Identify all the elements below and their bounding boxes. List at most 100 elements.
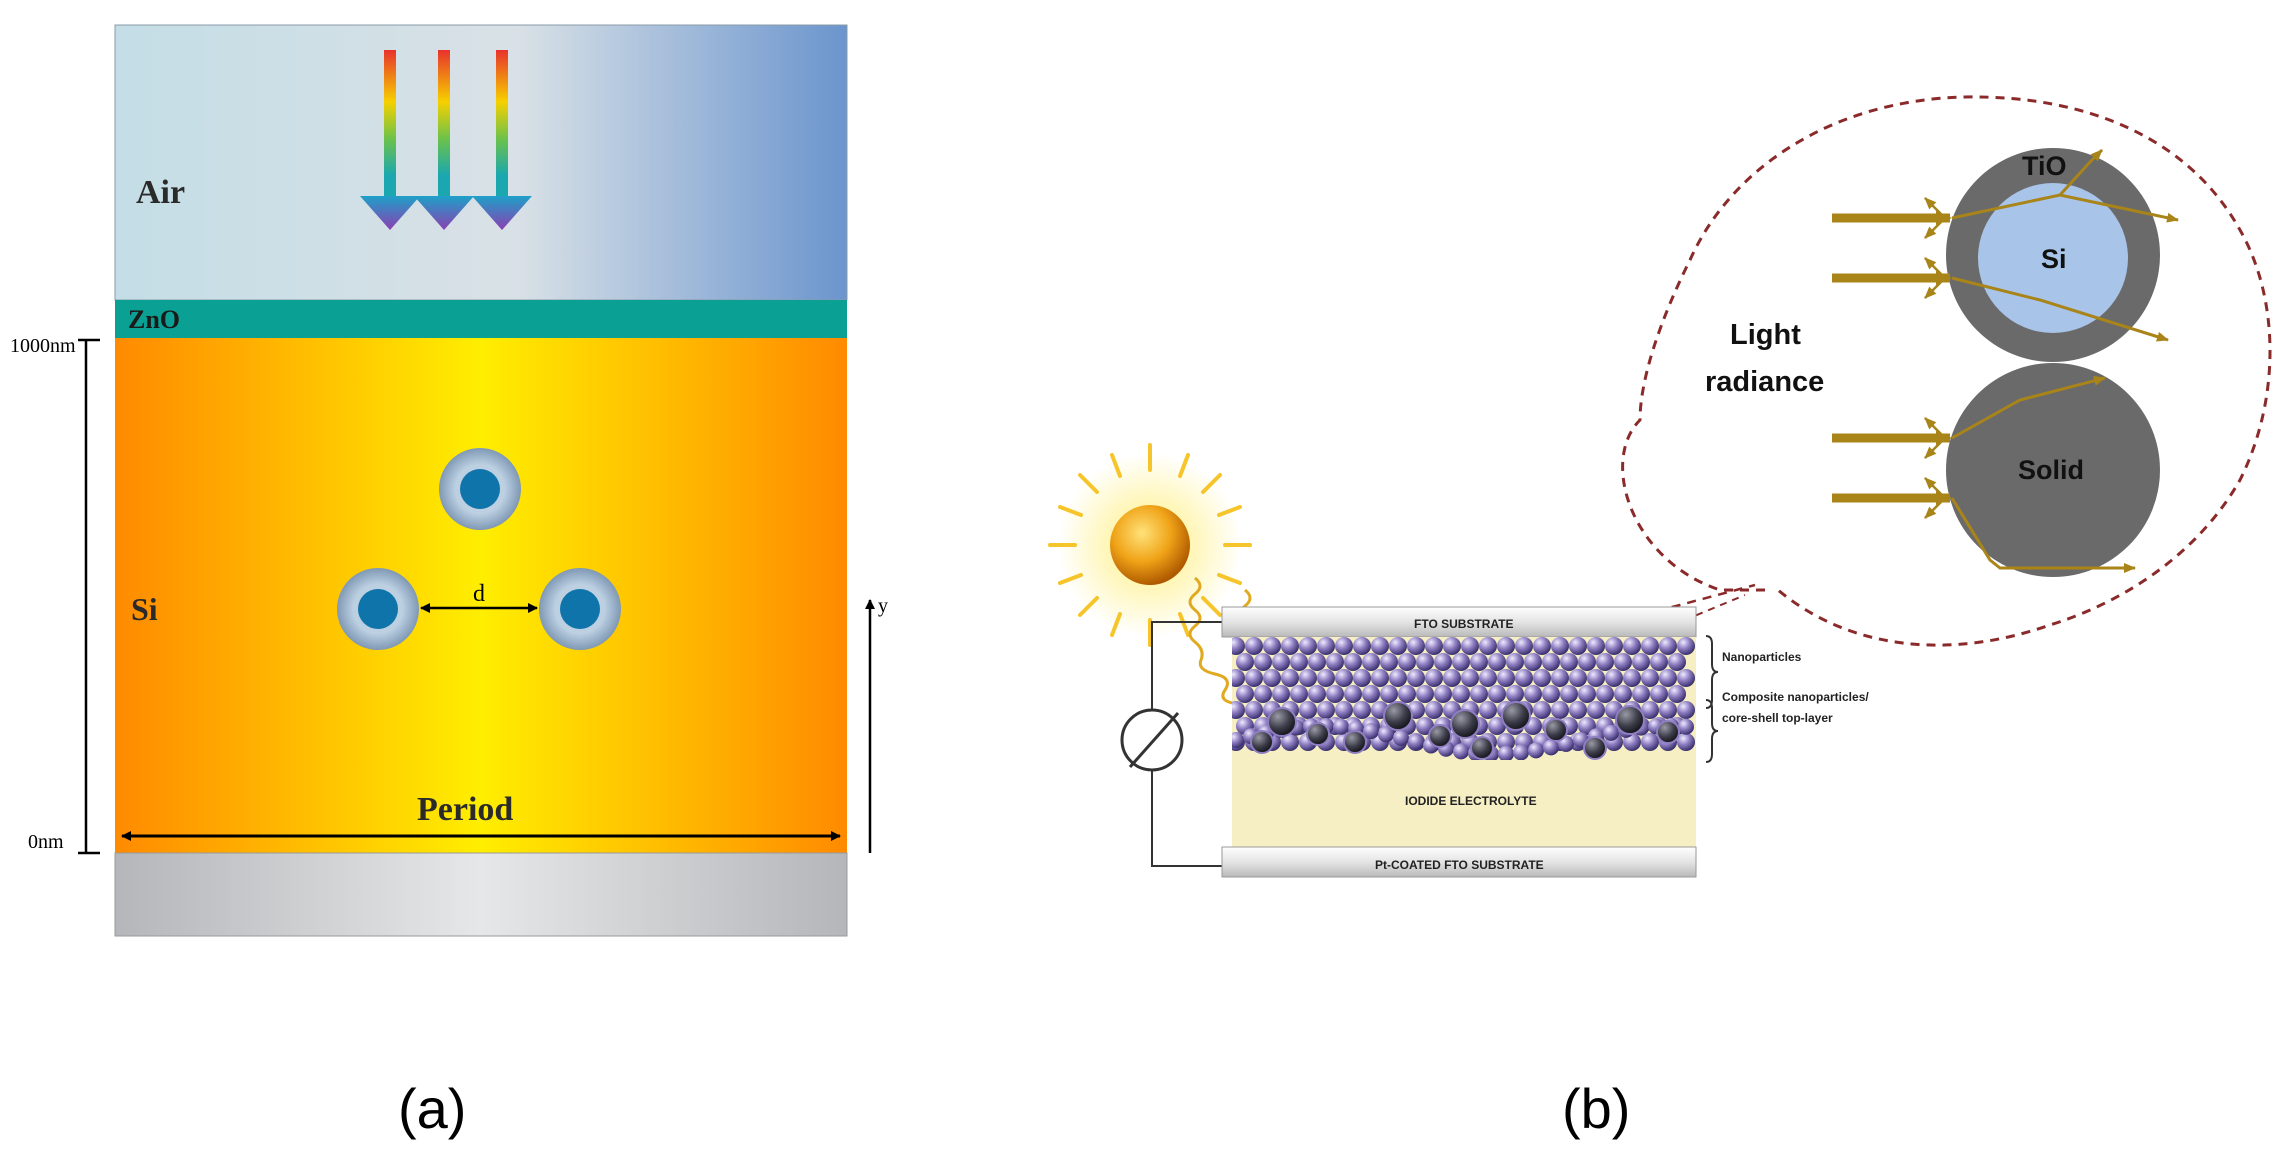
nanoparticle xyxy=(1344,685,1362,703)
light-ray-2 xyxy=(438,50,450,198)
ray-scatter-2 xyxy=(1924,217,1946,239)
nanoparticle xyxy=(1393,730,1409,747)
nanoparticle xyxy=(1408,733,1424,750)
composite-label-line2: core-shell top-layer xyxy=(1722,711,1833,725)
light-ray-1 xyxy=(384,50,396,198)
air-layer xyxy=(114,24,848,301)
nanoparticle xyxy=(1299,637,1317,655)
nanoparticle xyxy=(1308,653,1326,671)
panel-b: Light radiance TiO Si Solid xyxy=(1048,95,2272,1140)
nanoparticle xyxy=(1407,669,1425,687)
ray-path-1b xyxy=(2058,148,2104,197)
composite-nanoparticle xyxy=(1544,718,1568,742)
zno-layer xyxy=(115,300,847,338)
incident-light-bubble xyxy=(1832,148,2179,573)
nanoparticle xyxy=(1587,701,1605,719)
nanoparticle xyxy=(1443,637,1461,655)
nanoparticle xyxy=(1533,701,1551,719)
ray-scatter-6 xyxy=(1924,437,1946,459)
substrate-layer xyxy=(114,852,848,937)
nanoparticle xyxy=(1353,701,1371,719)
nanoparticle xyxy=(1371,637,1389,655)
nanoparticle xyxy=(1677,701,1695,719)
light-ray-3-head xyxy=(472,196,532,230)
nanoparticle xyxy=(1543,739,1559,756)
nanoparticle xyxy=(1488,717,1506,735)
nanoparticle xyxy=(1236,653,1254,671)
nanoparticle xyxy=(1497,637,1515,655)
nanoparticle xyxy=(1425,669,1443,687)
sphere-core xyxy=(460,469,500,509)
light-ray-2-head xyxy=(414,196,474,230)
composite-nanoparticle xyxy=(1450,709,1480,739)
nanoparticle xyxy=(1389,637,1407,655)
nanoparticle xyxy=(1569,669,1587,687)
nanoparticle xyxy=(1488,653,1506,671)
nanoparticle xyxy=(1434,685,1452,703)
nanoparticle xyxy=(1479,637,1497,655)
fto-substrate-label: FTO SUBSTRATE xyxy=(1414,617,1514,631)
spacing-label: d xyxy=(473,581,485,607)
light-ray-1-head xyxy=(360,196,420,230)
sphere-core xyxy=(560,589,600,629)
brace-nanoparticles xyxy=(1705,635,1719,709)
nanoparticle xyxy=(1416,653,1434,671)
composite-nanoparticle xyxy=(1470,736,1494,760)
nanoparticle xyxy=(1290,653,1308,671)
nanoparticle xyxy=(1650,685,1668,703)
nanoparticle xyxy=(1272,685,1290,703)
light-radiance-line1: Light xyxy=(1730,319,1801,351)
nanoparticle xyxy=(1587,669,1605,687)
nanoparticle xyxy=(1353,637,1371,655)
nanoparticle xyxy=(1498,745,1514,760)
nanoparticle xyxy=(1398,685,1416,703)
nanoparticle xyxy=(1290,685,1308,703)
electrolyte-label: IODIDE ELECTROLYTE xyxy=(1405,794,1537,808)
composite-nanoparticle xyxy=(1615,705,1645,735)
si-core xyxy=(1978,183,2128,333)
nanoparticle xyxy=(1398,653,1416,671)
nanoparticle-layer xyxy=(1232,637,1695,760)
nanoparticle xyxy=(1605,637,1623,655)
nanoparticle xyxy=(1569,637,1587,655)
nanoparticle xyxy=(1668,685,1686,703)
composite-nanoparticle xyxy=(1250,730,1274,754)
nanoparticle xyxy=(1380,653,1398,671)
ray-path-2 xyxy=(1951,276,2169,342)
nanoparticle xyxy=(1281,637,1299,655)
zoom-bubble-outline xyxy=(1621,95,2272,647)
nanoparticle xyxy=(1515,637,1533,655)
composite-nanoparticle xyxy=(1343,730,1367,754)
caption-b: (b) xyxy=(1562,1077,1630,1140)
nanoparticle xyxy=(1560,653,1578,671)
core-shell-sphere-right xyxy=(539,568,621,650)
nanoparticle xyxy=(1470,653,1488,671)
composite-nanoparticle xyxy=(1583,736,1607,760)
nanoparticle xyxy=(1254,653,1272,671)
nanoparticle xyxy=(1434,653,1452,671)
air-label: Air xyxy=(136,174,185,211)
zno-label: ZnO xyxy=(128,305,180,334)
nanoparticle xyxy=(1528,742,1544,759)
nanoparticle xyxy=(1551,669,1569,687)
period-label: Period xyxy=(417,791,513,828)
composite-nanoparticle xyxy=(1501,701,1531,731)
thickness-top-label: 1000nm xyxy=(10,335,76,357)
nanoparticle xyxy=(1533,669,1551,687)
nanoparticle xyxy=(1603,724,1619,741)
brace-composite xyxy=(1705,699,1719,763)
nanoparticle xyxy=(1524,685,1542,703)
nanoparticles-label: Nanoparticles xyxy=(1722,650,1802,664)
sphere-core xyxy=(358,589,398,629)
nanoparticle xyxy=(1596,685,1614,703)
solid-sphere xyxy=(1946,363,2160,577)
nanoparticle xyxy=(1524,653,1542,671)
ray-path-4 xyxy=(1950,497,2136,573)
nanoparticle xyxy=(1236,685,1254,703)
ray-scatter-3 xyxy=(1924,257,1946,279)
nanoparticle xyxy=(1641,637,1659,655)
nanoparticle xyxy=(1479,701,1497,719)
nanoparticle xyxy=(1659,637,1677,655)
shell-label: TiO xyxy=(2022,151,2067,181)
